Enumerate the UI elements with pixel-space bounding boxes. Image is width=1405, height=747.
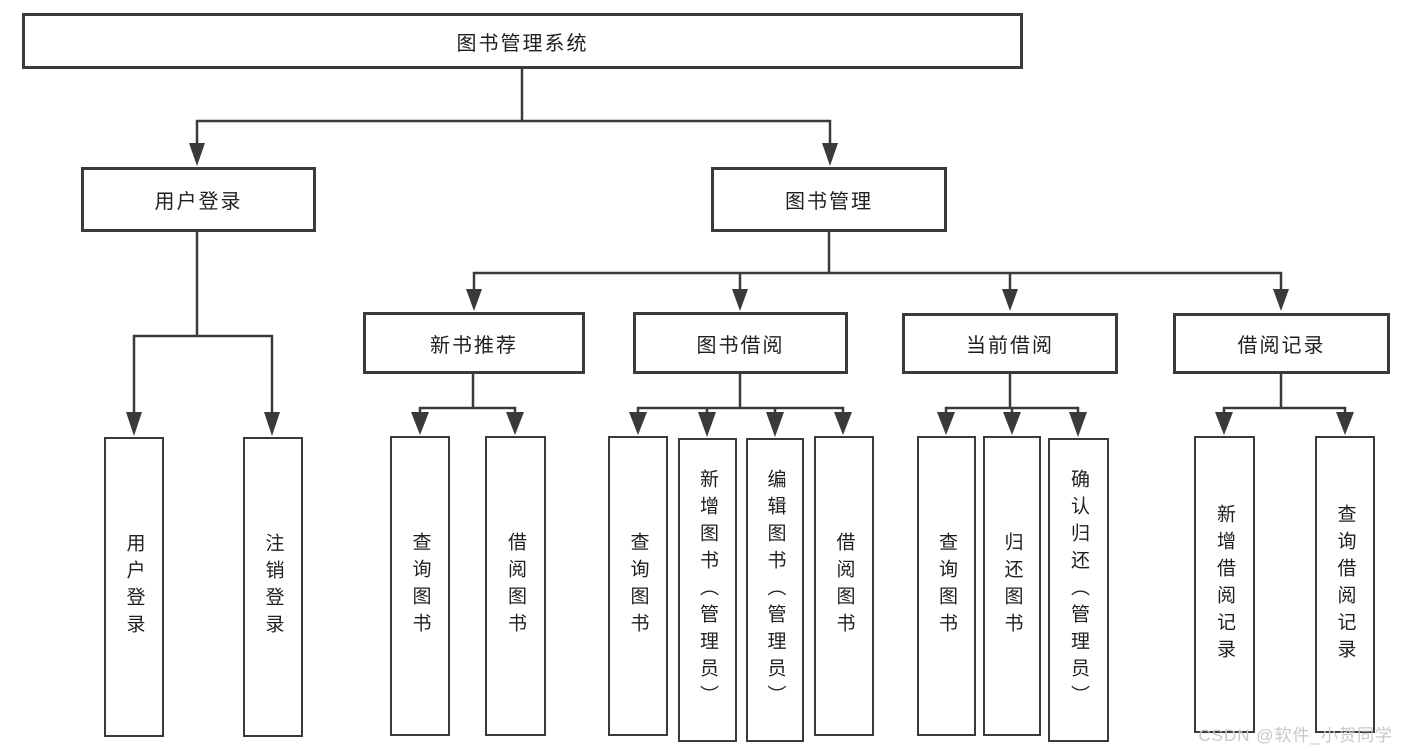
leaf-current-return-books: 归还图书 (983, 436, 1041, 736)
node-label: 新增图书（管理员） (697, 468, 718, 712)
leaf-borrow-add-books-admin: 新增图书（管理员） (678, 438, 737, 742)
node-label: 图书管理系统 (456, 32, 589, 55)
node-label: 用户登录 (123, 533, 145, 641)
node-label: 借阅记录 (1237, 335, 1326, 357)
node-new-book-recommend: 新书推荐 (363, 312, 585, 374)
node-label: 确认归还（管理员） (1068, 468, 1089, 712)
node-label: 归还图书 (1001, 532, 1023, 640)
leaf-record-add-borrow-record: 新增借阅记录 (1194, 436, 1255, 733)
node-label: 查询借阅记录 (1334, 503, 1356, 666)
node-label: 查询图书 (936, 532, 957, 640)
leaf-logout: 注销登录 (243, 437, 303, 737)
node-user-login: 用户登录 (81, 167, 316, 232)
node-label: 注销登录 (262, 533, 284, 641)
csdn-watermark: CSDN @软件_小贺同学 (1198, 726, 1393, 745)
leaf-current-query-books: 查询图书 (917, 436, 976, 736)
node-book-borrow: 图书借阅 (633, 312, 848, 374)
leaf-record-query-borrow-record: 查询借阅记录 (1315, 436, 1375, 733)
arrowheads (126, 143, 1354, 437)
leaf-user-login: 用户登录 (104, 437, 164, 737)
node-label: 用户登录 (154, 191, 243, 213)
leaf-recommend-query-books: 查询图书 (390, 436, 450, 736)
node-label: 借阅图书 (833, 532, 855, 640)
node-root: 图书管理系统 (22, 13, 1023, 69)
node-current-borrow: 当前借阅 (902, 313, 1118, 374)
node-label: 当前借阅 (966, 335, 1054, 357)
leaf-borrow-borrow-books: 借阅图书 (814, 436, 874, 736)
node-label: 图书借阅 (696, 334, 785, 357)
leaf-borrow-query-books: 查询图书 (608, 436, 668, 736)
node-label: 新书推荐 (430, 334, 518, 357)
node-borrow-record: 借阅记录 (1173, 313, 1390, 374)
leaf-recommend-borrow-books: 借阅图书 (485, 436, 546, 736)
node-label: 图书管理 (785, 191, 873, 213)
node-label: 新增借阅记录 (1214, 503, 1235, 666)
node-label: 编辑图书（管理员） (764, 468, 786, 712)
leaf-current-confirm-return-admin: 确认归还（管理员） (1048, 438, 1109, 742)
node-label: 借阅图书 (505, 532, 526, 640)
node-label: 查询图书 (627, 532, 649, 640)
leaf-borrow-edit-books-admin: 编辑图书（管理员） (746, 438, 804, 742)
node-book-management: 图书管理 (711, 167, 947, 232)
node-label: 查询图书 (409, 532, 431, 640)
